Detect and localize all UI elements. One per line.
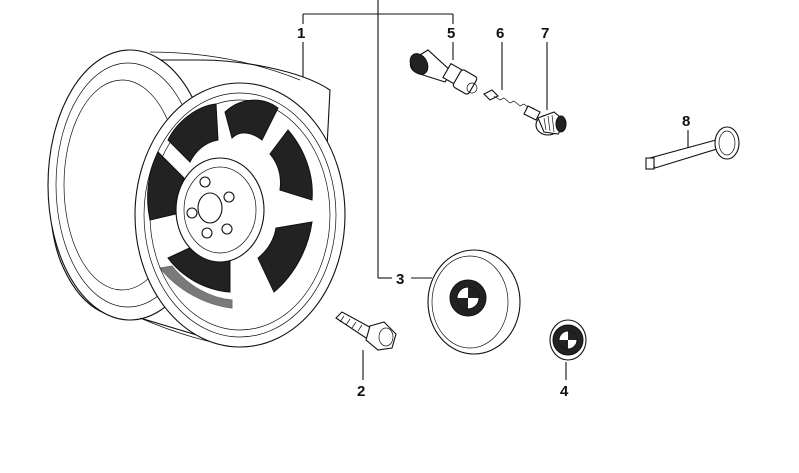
hub-cap-puller <box>645 126 740 170</box>
light-alloy-rim <box>47 49 346 348</box>
callout-5: 5 <box>447 25 455 42</box>
callout-7: 7 <box>541 25 549 42</box>
callout-4: 4 <box>560 383 569 400</box>
callout-6: 6 <box>496 25 504 42</box>
callout-8: 8 <box>682 113 690 130</box>
callout-3: 3 <box>396 271 404 288</box>
hub-cap <box>427 249 521 355</box>
callout-2: 2 <box>357 383 365 400</box>
valve-cap <box>535 111 567 136</box>
callout-1: 1 <box>297 25 305 42</box>
wheel-bolt <box>335 311 397 351</box>
emblem <box>549 319 587 361</box>
valve <box>409 49 478 95</box>
valve-core <box>483 89 541 121</box>
bmw-logo-icon <box>552 324 584 356</box>
bmw-logo-icon <box>449 279 487 317</box>
leader-lines <box>302 0 689 380</box>
